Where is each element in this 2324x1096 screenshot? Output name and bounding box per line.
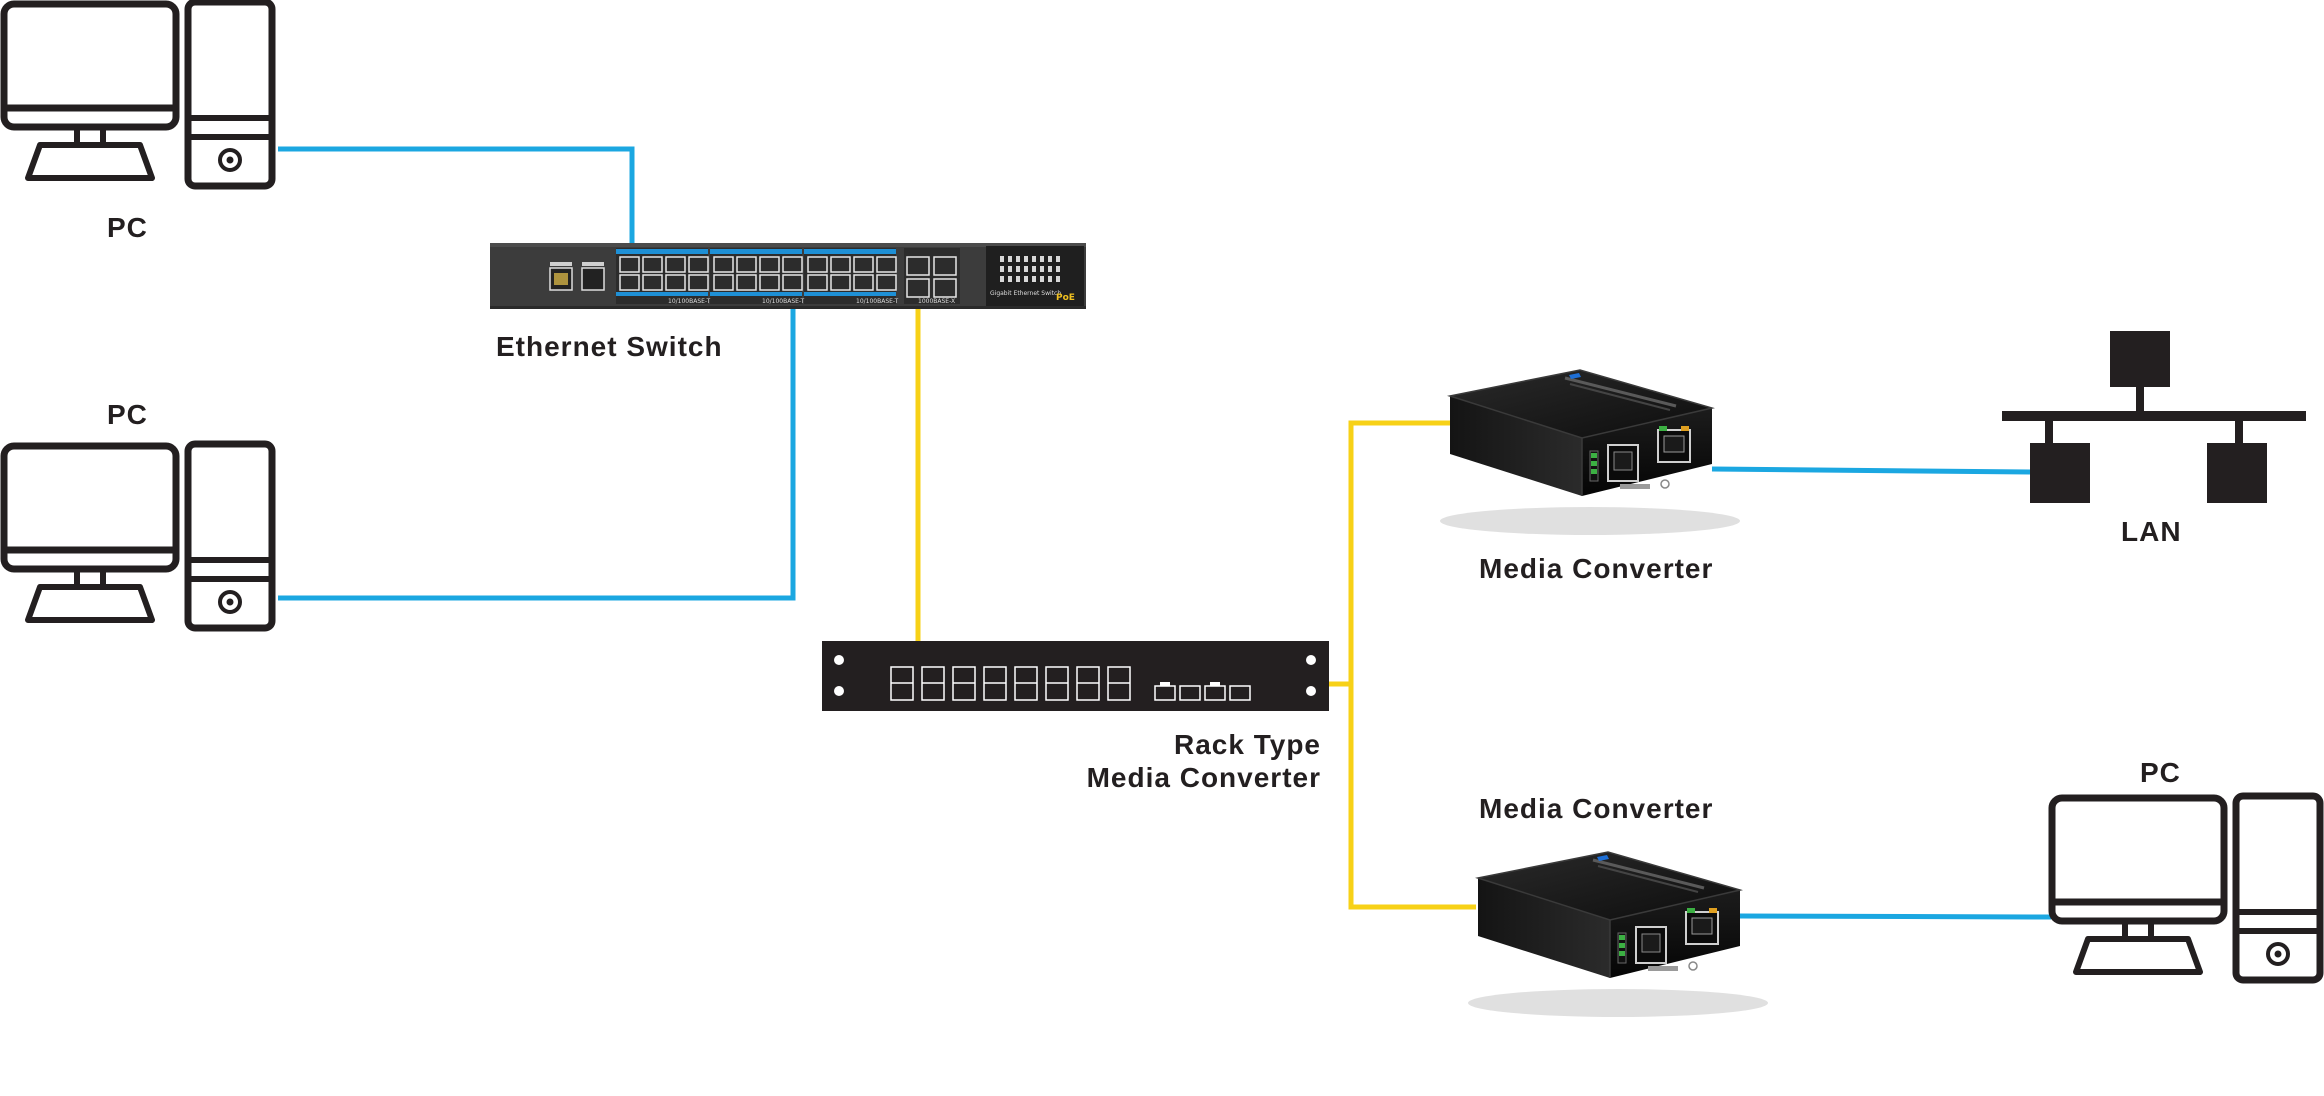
link-rack-to-mc-top bbox=[1329, 420, 1450, 687]
link-switch-to-pc-mid bbox=[278, 309, 796, 601]
switch-port-group-label: 10/100BASE-T bbox=[856, 298, 899, 305]
desktop-computer-icon bbox=[4, 444, 272, 628]
media-converter-device bbox=[1438, 368, 1742, 537]
desktop-computer-icon bbox=[4, 2, 272, 186]
ethernet-links bbox=[278, 146, 2052, 920]
desktop-computer-icon bbox=[2052, 796, 2320, 980]
rack-media-converter bbox=[822, 641, 1329, 711]
switch-sfp-label: 1000BASE-X bbox=[918, 298, 956, 305]
network-bus-icon bbox=[2002, 331, 2306, 503]
fiber-links bbox=[915, 309, 1476, 910]
switch-brand-label: Gigabit Ethernet Switch bbox=[990, 290, 1062, 297]
switch-port-group-label: 10/100BASE-T bbox=[762, 298, 805, 305]
lan-label: LAN bbox=[2121, 516, 2182, 547]
pc-label: PC bbox=[2140, 757, 2181, 788]
link-mc-top-to-lan bbox=[1711, 466, 2031, 475]
pc-label: PC bbox=[107, 212, 148, 243]
ethernet-switch bbox=[490, 243, 1086, 309]
media-converter-label: Media Converter bbox=[1479, 793, 1714, 824]
switch-sfp-group bbox=[904, 248, 960, 304]
switch-port-group-label: 10/100BASE-T bbox=[668, 298, 711, 305]
ethernet-switch-label: Ethernet Switch bbox=[496, 331, 723, 362]
link-pc-top-to-switch bbox=[278, 146, 635, 245]
link-rack-to-mc-bottom bbox=[1348, 684, 1476, 910]
poe-badge: PoE bbox=[1056, 293, 1075, 303]
switch-port-group bbox=[804, 248, 897, 304]
pc-label: PC bbox=[107, 399, 148, 430]
rack-media-converter-label: Media Converter bbox=[1086, 762, 1321, 793]
switch-port-group bbox=[616, 248, 709, 304]
media-converter-label: Media Converter bbox=[1479, 553, 1714, 584]
switch-port-group bbox=[710, 248, 803, 304]
link-mc-bottom-to-pc-right bbox=[1739, 913, 2052, 920]
media-converter-device bbox=[1466, 850, 1770, 1019]
rack-type-label: Rack Type bbox=[1174, 729, 1321, 760]
